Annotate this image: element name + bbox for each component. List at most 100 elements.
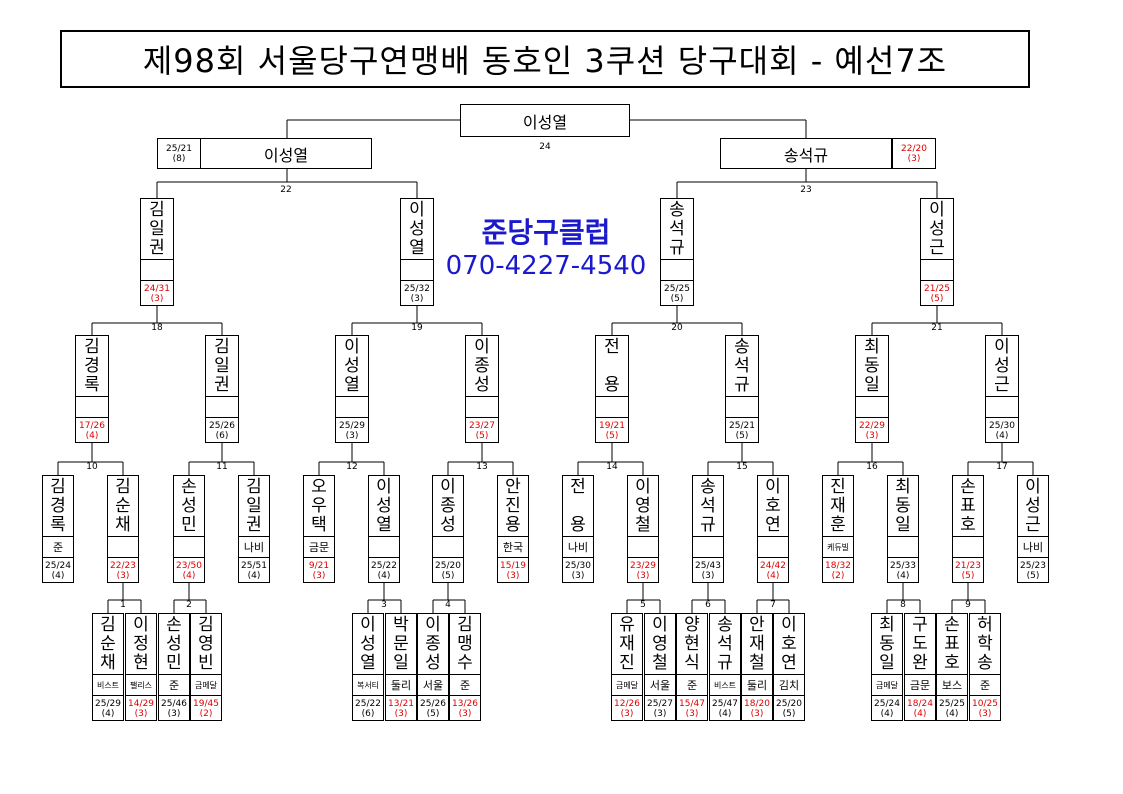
match-number: 18 bbox=[151, 323, 163, 333]
player-record: 18/20(3) bbox=[744, 699, 770, 719]
player-club: 준 bbox=[677, 674, 707, 696]
player-club bbox=[953, 536, 983, 558]
player-record: 25/32(3) bbox=[404, 284, 430, 304]
brand-name: 준당구클럽 bbox=[481, 216, 611, 249]
player-record: 14/29(3) bbox=[128, 699, 154, 719]
player-club: 나비 bbox=[239, 536, 269, 558]
player-club: 비스트 bbox=[93, 674, 123, 696]
player-record: 19/21(5) bbox=[599, 421, 625, 441]
player-club bbox=[856, 396, 888, 418]
player-club: 둘리 bbox=[742, 674, 772, 696]
player-club bbox=[174, 536, 204, 558]
match-number: 3 bbox=[381, 600, 387, 610]
player-record: 25/29(3) bbox=[339, 421, 365, 441]
player-club: 한국 bbox=[498, 536, 528, 558]
match-number: 22 bbox=[280, 185, 292, 195]
player-record: 13/21(3) bbox=[388, 699, 414, 719]
player-record: 9/21(3) bbox=[308, 561, 330, 581]
player-record: 25/26(6) bbox=[209, 421, 235, 441]
player-club bbox=[369, 536, 399, 558]
player-club: 김치 bbox=[774, 674, 804, 696]
player-record: 24/31(3) bbox=[144, 284, 170, 304]
player-record: 15/19(3) bbox=[500, 561, 526, 581]
player-club bbox=[76, 396, 108, 418]
player-club bbox=[986, 396, 1018, 418]
player-record: 18/32(2) bbox=[825, 561, 851, 581]
brand-watermark: 준당구클럽 070-4227-4540 bbox=[440, 216, 652, 282]
match-number: 20 bbox=[671, 323, 683, 333]
match-number: 6 bbox=[705, 600, 711, 610]
player-record: 12/26(3) bbox=[614, 699, 640, 719]
player-record: 25/47(4) bbox=[712, 699, 738, 719]
semifinal-record: 25/21(8) bbox=[157, 138, 201, 169]
player-club: 둘리 bbox=[386, 674, 416, 696]
player-record: 10/25(3) bbox=[972, 699, 998, 719]
player-club: 서울 bbox=[645, 674, 675, 696]
match-number: 21 bbox=[931, 323, 943, 333]
page-title: 제98회 서울당구연맹배 동호인 3쿠션 당구대회 - 예선7조 bbox=[60, 30, 1030, 88]
player-record: 23/29(3) bbox=[630, 561, 656, 581]
player-club bbox=[401, 259, 433, 281]
match-number: 10 bbox=[86, 462, 98, 472]
player-record: 18/24(4) bbox=[907, 699, 933, 719]
player-club bbox=[758, 536, 788, 558]
player-name: 전 용 bbox=[570, 476, 586, 535]
match-number: 5 bbox=[640, 600, 646, 610]
player-club: 금메달 bbox=[191, 674, 221, 696]
match-number: 15 bbox=[736, 462, 748, 472]
match-number: 11 bbox=[216, 462, 228, 472]
player-club: 복서티 bbox=[353, 674, 383, 696]
player-club bbox=[141, 259, 173, 281]
player-record: 25/22(6) bbox=[355, 699, 381, 719]
player-record: 25/43(3) bbox=[695, 561, 721, 581]
match-number: 12 bbox=[346, 462, 358, 472]
player-club bbox=[108, 536, 138, 558]
semifinal-player: 송석규 bbox=[720, 138, 892, 169]
player-club bbox=[628, 536, 658, 558]
match-number: 8 bbox=[900, 600, 906, 610]
player-club: 준 bbox=[970, 674, 1000, 696]
